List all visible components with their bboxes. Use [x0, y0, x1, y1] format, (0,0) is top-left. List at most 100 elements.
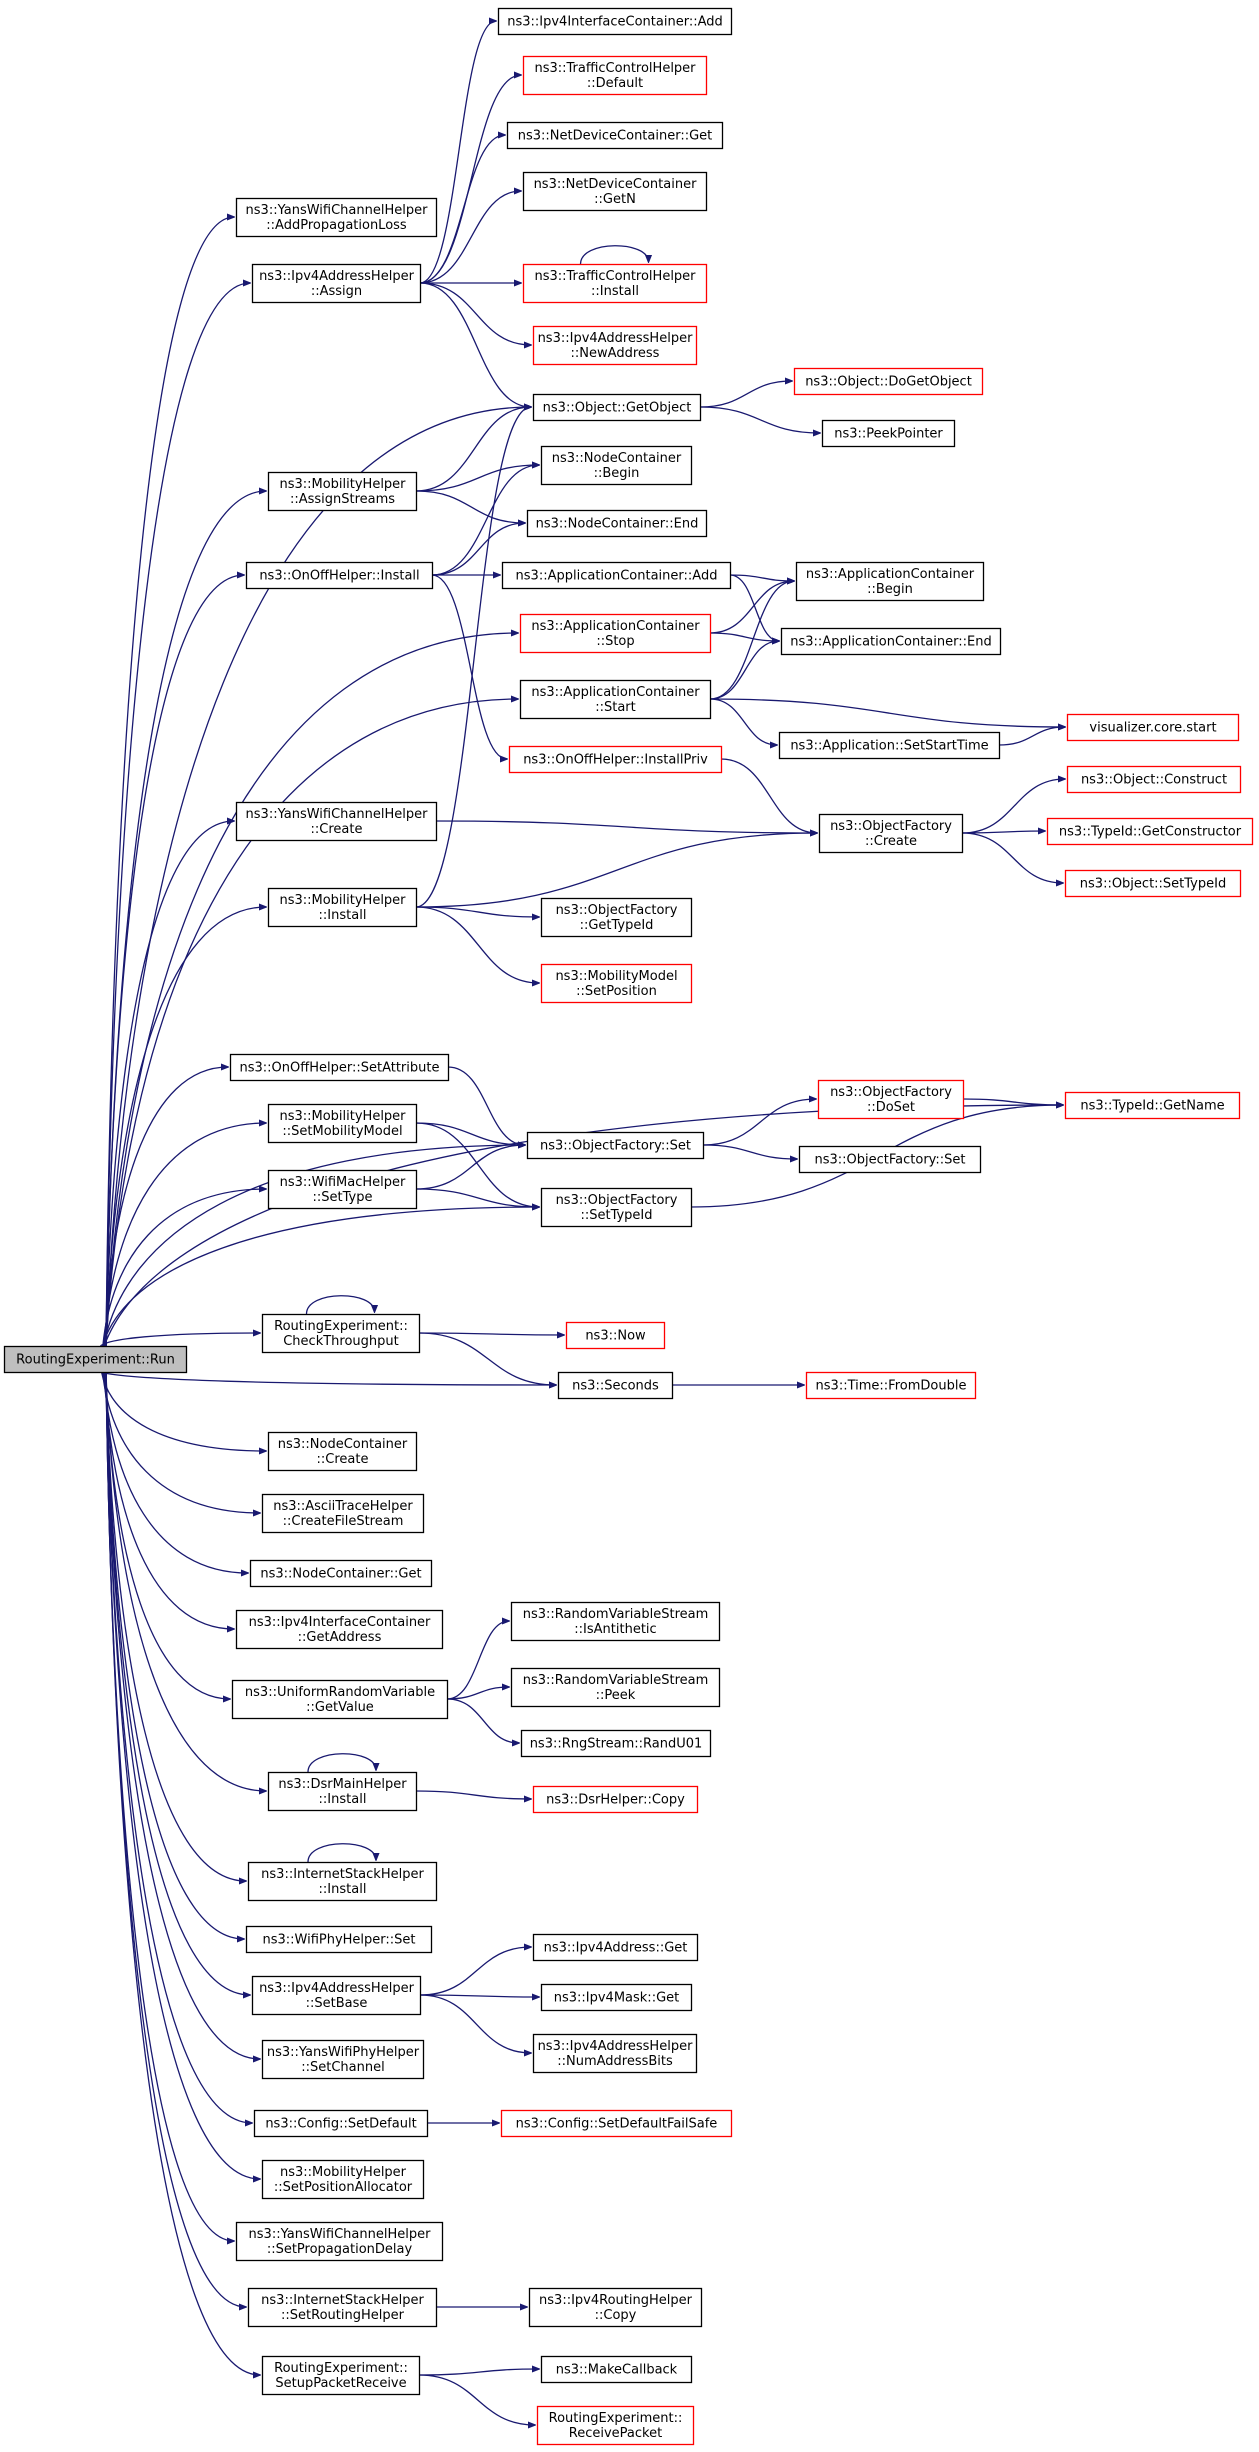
node-label: ::Create: [865, 834, 917, 849]
node-tid-getctor[interactable]: ns3::TypeId::GetConstructor: [1046, 817, 1254, 846]
node-rng-randu01[interactable]: ns3::RngStream::RandU01: [520, 1729, 712, 1758]
node-ac-start[interactable]: ns3::ApplicationContainer::Start: [519, 679, 712, 720]
node-nc-begin[interactable]: ns3::NodeContainer::Begin: [540, 445, 693, 486]
node-ywch-create[interactable]: ns3::YansWifiChannelHelper::Create: [235, 801, 438, 842]
node-ac-begin[interactable]: ns3::ApplicationContainer::Begin: [795, 561, 985, 602]
node-tch-install[interactable]: ns3::TrafficControlHelper::Install: [522, 263, 708, 304]
node-ac-stop[interactable]: ns3::ApplicationContainer::Stop: [519, 613, 712, 654]
node-label: ns3::ApplicationContainer::Add: [516, 569, 718, 584]
edge-ac-stop-to-ac-begin: [709, 581, 794, 634]
node-box: [818, 813, 964, 854]
node-mh-setposalloc[interactable]: ns3::MobilityHelper::SetPositionAllocato…: [261, 2159, 425, 2200]
node-label: ::Peek: [596, 1688, 636, 1703]
node-obj-getobject[interactable]: ns3::Object::GetObject: [532, 393, 702, 422]
node-seconds[interactable]: ns3::Seconds: [557, 1371, 674, 1400]
node-cfg-sdfs[interactable]: ns3::Config::SetDefaultFailSafe: [500, 2109, 733, 2138]
node-label: RoutingExperiment::: [549, 2411, 683, 2426]
node-of-settypeid[interactable]: ns3::ObjectFactory::SetTypeId: [540, 1187, 693, 1228]
node-label: ::IsAntithetic: [574, 1622, 656, 1637]
node-ywch-addprop[interactable]: ns3::YansWifiChannelHelper::AddPropagati…: [235, 197, 438, 238]
edge-mh-assignstreams-to-nc-begin: [415, 465, 539, 492]
node-rvs-peek[interactable]: ns3::RandomVariableStream::Peek: [510, 1667, 721, 1708]
node-label: ns3::Ipv4AddressHelper: [538, 331, 694, 346]
node-mm-setpos[interactable]: ns3::MobilityModel::SetPosition: [540, 963, 693, 1004]
node-label: ::CreateFileStream: [283, 1514, 404, 1529]
node-onoff-install[interactable]: ns3::OnOffHelper::Install: [245, 561, 434, 590]
node-ipv4ah-setbase[interactable]: ns3::Ipv4AddressHelper::SetBase: [251, 1975, 422, 2016]
node-rvs-isanti[interactable]: ns3::RandomVariableStream::IsAntithetic: [510, 1601, 721, 1642]
node-of-doset[interactable]: ns3::ObjectFactory::DoSet: [817, 1079, 965, 1120]
node-vis-start[interactable]: visualizer.core.start: [1066, 713, 1240, 742]
node-label: RoutingExperiment::Run: [16, 1353, 175, 1368]
node-of-create[interactable]: ns3::ObjectFactory::Create: [818, 813, 964, 854]
node-ndc-getn[interactable]: ns3::NetDeviceContainer::GetN: [522, 171, 708, 212]
node-obj-construct[interactable]: ns3::Object::Construct: [1066, 765, 1242, 794]
node-nc-create[interactable]: ns3::NodeContainer::Create: [267, 1431, 418, 1472]
node-tch-default[interactable]: ns3::TrafficControlHelper::Default: [522, 55, 708, 96]
node-root[interactable]: RoutingExperiment::Run: [3, 1345, 188, 1374]
node-ish-setrouting[interactable]: ns3::InternetStackHelper::SetRoutingHelp…: [247, 2287, 438, 2328]
node-label: ::SetPosition: [576, 984, 657, 999]
node-re-setuppr[interactable]: RoutingExperiment::SetupPacketReceive: [261, 2355, 421, 2396]
node-iic-getaddr[interactable]: ns3::Ipv4InterfaceContainer::GetAddress: [235, 1609, 444, 1650]
node-ywph-setch[interactable]: ns3::YansWifiPhyHelper::SetChannel: [261, 2039, 425, 2080]
edge-root-to-mh-setposalloc: [105, 1371, 260, 2179]
node-ipv4ah-assign[interactable]: ns3::Ipv4AddressHelper::Assign: [251, 263, 422, 304]
node-ipv4m-get[interactable]: ns3::Ipv4Mask::Get: [540, 1983, 693, 2012]
node-label: ::GetN: [594, 192, 636, 207]
node-ndc-get[interactable]: ns3::NetDeviceContainer::Get: [506, 121, 724, 150]
node-label: ns3::OnOffHelper::Install: [259, 569, 419, 584]
node-mh-install[interactable]: ns3::MobilityHelper::Install: [267, 887, 418, 928]
node-box: [235, 1609, 444, 1650]
node-label: ::GetAddress: [298, 1630, 382, 1645]
node-obj-settypeid[interactable]: ns3::Object::SetTypeId: [1064, 869, 1242, 898]
node-nc-get[interactable]: ns3::NodeContainer::Get: [249, 1559, 433, 1588]
node-re-receivepkt[interactable]: RoutingExperiment::ReceivePacket: [536, 2405, 695, 2446]
node-label: ns3::WifiMacHelper: [280, 1175, 406, 1190]
node-of-gettypeid[interactable]: ns3::ObjectFactory::GetTypeId: [540, 897, 693, 938]
node-label: ns3::RngStream::RandU01: [530, 1737, 703, 1752]
edge-ipv4ah-assign-to-ipv4ah-newaddr: [419, 282, 531, 345]
node-wmh-settype[interactable]: ns3::WifiMacHelper::SetType: [267, 1169, 418, 1210]
node-cfg-setdefault[interactable]: ns3::Config::SetDefault: [253, 2109, 429, 2138]
node-ipv4ah-nab[interactable]: ns3::Ipv4AddressHelper::NumAddressBits: [532, 2033, 698, 2074]
node-ac-add[interactable]: ns3::ApplicationContainer::Add: [501, 561, 732, 590]
node-mh-assignstreams[interactable]: ns3::MobilityHelper::AssignStreams: [267, 471, 418, 512]
node-now[interactable]: ns3::Now: [565, 1321, 666, 1350]
node-addr-add[interactable]: ns3::Ipv4InterfaceContainer::Add: [497, 7, 733, 36]
node-label: ns3::InternetStackHelper: [261, 1867, 424, 1882]
edge-dsrmh-install-to-dsrmh-install: [307, 1753, 376, 1773]
node-makecallback[interactable]: ns3::MakeCallback: [540, 2355, 693, 2384]
node-dsrmh-install[interactable]: ns3::DsrMainHelper::Install: [267, 1771, 418, 1812]
node-onoff-installpriv[interactable]: ns3::OnOffHelper::InstallPriv: [508, 745, 723, 774]
node-box: [1066, 713, 1240, 742]
edge-ywch-create-to-of-create: [435, 820, 817, 833]
node-wph-set[interactable]: ns3::WifiPhyHelper::Set: [245, 1925, 433, 1954]
node-tid-getname[interactable]: ns3::TypeId::GetName: [1064, 1091, 1241, 1120]
node-dsrh-copy[interactable]: ns3::DsrHelper::Copy: [532, 1785, 699, 1814]
node-label: ::Create: [311, 822, 363, 837]
node-ywch-setpropdelay[interactable]: ns3::YansWifiChannelHelper::SetPropagati…: [235, 2221, 444, 2262]
node-mh-setmob[interactable]: ns3::MobilityHelper::SetMobilityModel: [267, 1103, 418, 1144]
node-of-set2[interactable]: ns3::ObjectFactory::Set: [798, 1145, 982, 1174]
node-time-fromdouble[interactable]: ns3::Time::FromDouble: [805, 1371, 977, 1400]
node-app-setstart[interactable]: ns3::Application::SetStartTime: [778, 731, 1001, 760]
node-label: ns3::UniformRandomVariable: [245, 1685, 435, 1700]
node-peekpointer[interactable]: ns3::PeekPointer: [821, 419, 956, 448]
node-label: ns3::YansWifiPhyHelper: [267, 2045, 420, 2060]
node-re-checktp[interactable]: RoutingExperiment::CheckThroughput: [261, 1313, 421, 1354]
node-of-set[interactable]: ns3::ObjectFactory::Set: [526, 1131, 705, 1160]
node-obj-dogetobject[interactable]: ns3::Object::DoGetObject: [793, 367, 984, 396]
edge-mh-install-to-of-create: [415, 833, 817, 908]
node-label: ::Assign: [311, 284, 362, 299]
node-ac-end[interactable]: ns3::ApplicationContainer::End: [780, 627, 1002, 656]
node-ipv4a-get[interactable]: ns3::Ipv4Address::Get: [532, 1933, 699, 1962]
node-ipv4rh-copy[interactable]: ns3::Ipv4RoutingHelper::Copy: [528, 2287, 703, 2328]
node-onoff-setattr[interactable]: ns3::OnOffHelper::SetAttribute: [229, 1053, 450, 1082]
node-ish-install[interactable]: ns3::InternetStackHelper::Install: [247, 1861, 438, 1902]
node-ath-cfs[interactable]: ns3::AsciiTraceHelper::CreateFileStream: [261, 1493, 425, 1534]
node-box: [795, 561, 985, 602]
node-ipv4ah-newaddr[interactable]: ns3::Ipv4AddressHelper::NewAddress: [532, 325, 698, 366]
node-nc-end[interactable]: ns3::NodeContainer::End: [526, 509, 708, 538]
node-urv-getvalue[interactable]: ns3::UniformRandomVariable::GetValue: [231, 1679, 449, 1720]
